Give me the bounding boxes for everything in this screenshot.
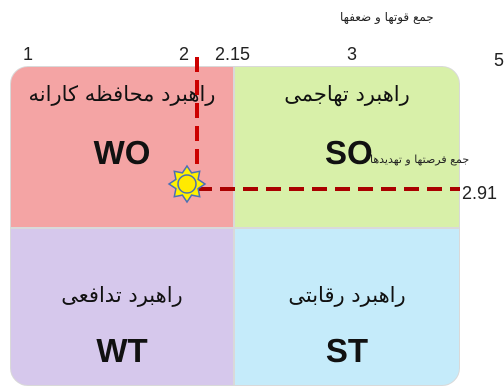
x-tick-5: 5: [494, 50, 504, 70]
quadrant-so-title: راهبرد تهاجمی: [284, 82, 410, 106]
quadrant-wt-code: WT: [96, 332, 148, 369]
quadrant-st-competitive: راهبرد رقابتی ST: [234, 228, 460, 386]
y-value-label: 2.91: [462, 183, 498, 203]
quadrant-wo-conservative: راهبرد محافظه کارانه WO: [10, 66, 234, 228]
quadrant-wo-title: راهبرد محافظه کارانه: [28, 82, 216, 106]
efe-axis-caption: جمع فرصتها و تهدیدها: [370, 153, 470, 166]
x-tick-1: 1: [23, 44, 34, 64]
quadrant-wo-code: WO: [93, 134, 151, 171]
quadrant-st-title: راهبرد رقابتی: [288, 283, 406, 307]
quadrant-so-code: SO: [325, 134, 373, 171]
x-tick-2: 2: [179, 44, 190, 64]
x-tick-3: 3: [347, 44, 358, 64]
quadrant-st-code: ST: [325, 332, 369, 369]
quadrant-wt-defensive: راهبرد تدافعی WT: [10, 228, 234, 386]
ife-axis-caption: جمع قوتها و ضعفها: [340, 10, 434, 24]
x-tick-2-15: 2.15: [215, 44, 251, 64]
sun-icon: [167, 164, 207, 204]
quadrant-so-aggressive: راهبرد تهاجمی SO: [234, 66, 460, 228]
quadrant-wt-title: راهبرد تدافعی: [61, 283, 183, 307]
